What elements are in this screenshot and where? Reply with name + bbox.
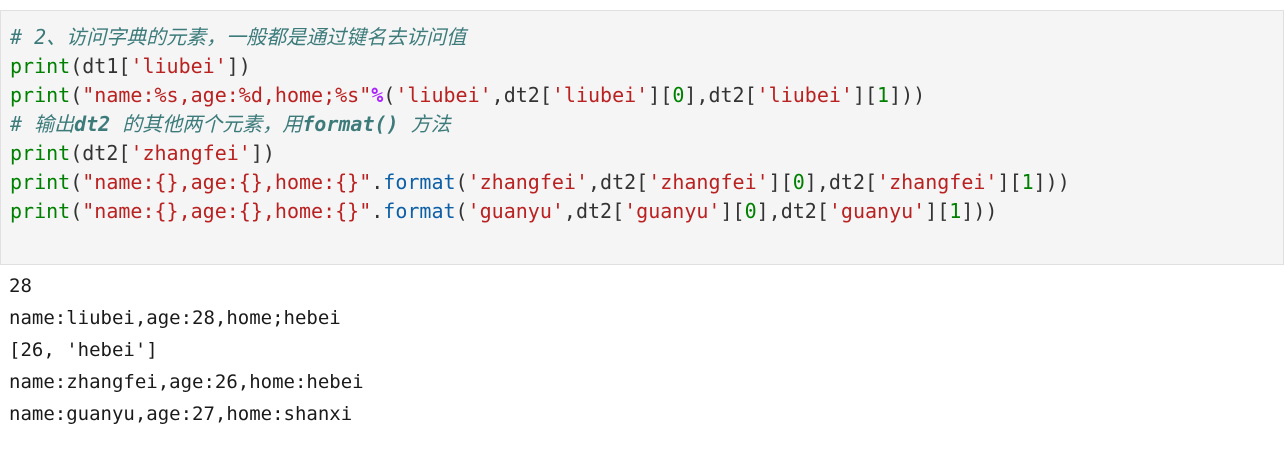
builtin-token: print (10, 54, 71, 78)
plain-token: ,dt2[ (491, 83, 552, 107)
number-token: 1 (1021, 170, 1034, 194)
plain-token: (dt1[ (70, 54, 131, 78)
number-token: 1 (877, 83, 890, 107)
plain-token: ( (70, 170, 83, 194)
plain-token: ])) (961, 199, 998, 223)
string-token: "name:%s,age:%d,home;%s" (82, 83, 372, 107)
plain-token: ( (70, 83, 83, 107)
string-token: 'guanyu' (467, 199, 564, 223)
plain-token: ( (70, 199, 83, 223)
code-line-7: print("name:{},age:{},home:{}".format('g… (10, 197, 1070, 226)
code-line-3: print("name:%s,age:%d,home;%s"%('liubei'… (10, 81, 1070, 110)
plain-token: ][ (997, 170, 1022, 194)
builtin-token: print (10, 141, 71, 165)
string-token: 'liubei' (130, 54, 227, 78)
string-token: 'liubei' (756, 83, 853, 107)
string-token: "name:{},age:{},home:{}" (82, 170, 372, 194)
operator-token: % (371, 83, 384, 107)
plain-token: ])) (1033, 170, 1070, 194)
comment-token: format() (302, 112, 399, 136)
string-token: 'zhangfei' (467, 170, 589, 194)
plain-token: ,dt2[ (588, 170, 649, 194)
code-cell-input[interactable]: # 2、访问字典的元素，一般都是通过键名去访问值 print(dt1['liub… (0, 10, 1284, 265)
comment-token: # 2、 (10, 25, 67, 49)
comment-token: # 输出 (10, 112, 75, 136)
output-line: name:guanyu,age:27,home:shanxi (9, 403, 353, 425)
plain-token: ],dt2[ (684, 83, 757, 107)
plain-token: ]) (226, 54, 251, 78)
string-token: 'guanyu' (624, 199, 721, 223)
plain-token: (dt2[ (70, 141, 131, 165)
string-token: 'zhangfei' (877, 170, 998, 194)
plain-token: ][ (720, 199, 745, 223)
code-line-5: print(dt2['zhangfei']) (10, 139, 1070, 168)
method-token: format (383, 170, 456, 194)
method-token: format (383, 199, 456, 223)
output-line: [26, 'hebei'] (9, 339, 158, 361)
code-editor[interactable]: # 2、访问字典的元素，一般都是通过键名去访问值 print(dt1['liub… (10, 23, 1070, 226)
code-line-6: print("name:{},age:{},home:{}".format('z… (10, 168, 1070, 197)
plain-token: . (371, 170, 384, 194)
code-cell-output: 28 name:liubei,age:28,home;hebei [26, 'h… (9, 270, 364, 430)
plain-token: ][ (768, 170, 793, 194)
string-token: 'zhangfei' (130, 141, 251, 165)
string-token: 'liubei' (551, 83, 649, 107)
code-line-4: # 输出dt2 的其他两个元素，用format() 方法 (10, 110, 1070, 139)
number-token: 0 (792, 170, 805, 194)
string-token: 'liubei' (395, 83, 492, 107)
plain-token: ][ (852, 83, 878, 107)
plain-token: ,dt2[ (563, 199, 625, 223)
comment-token: 访问字典的元素，一般都是通过键名去访问值 (66, 25, 467, 49)
code-line-2: print(dt1['liubei']) (10, 52, 1070, 81)
builtin-token: print (10, 170, 71, 194)
plain-token: ][ (925, 199, 950, 223)
plain-token: ],dt2[ (804, 170, 878, 194)
plain-token: ( (455, 170, 468, 194)
plain-token: ]) (250, 141, 275, 165)
output-line: name:zhangfei,age:26,home:hebei (9, 371, 364, 393)
string-token: "name:{},age:{},home:{}" (82, 199, 372, 223)
builtin-token: print (10, 83, 71, 107)
plain-token: ][ (648, 83, 673, 107)
plain-token: . (371, 199, 384, 223)
plain-token: ],dt2[ (756, 199, 829, 223)
plain-token: ])) (889, 83, 926, 107)
plain-token: ( (383, 83, 396, 107)
number-token: 0 (672, 83, 685, 107)
comment-token: 的其他两个元素，用 (110, 112, 303, 136)
string-token: 'zhangfei' (648, 170, 769, 194)
comment-token: 方法 (398, 112, 451, 136)
number-token: 1 (949, 199, 962, 223)
code-line-1: # 2、访问字典的元素，一般都是通过键名去访问值 (10, 23, 1070, 52)
comment-token: dt2 (74, 112, 111, 136)
plain-token: ( (455, 199, 468, 223)
string-token: 'guanyu' (828, 199, 926, 223)
builtin-token: print (10, 199, 71, 223)
number-token: 0 (744, 199, 757, 223)
output-line: 28 (9, 275, 32, 297)
output-line: name:liubei,age:28,home;hebei (9, 307, 341, 329)
